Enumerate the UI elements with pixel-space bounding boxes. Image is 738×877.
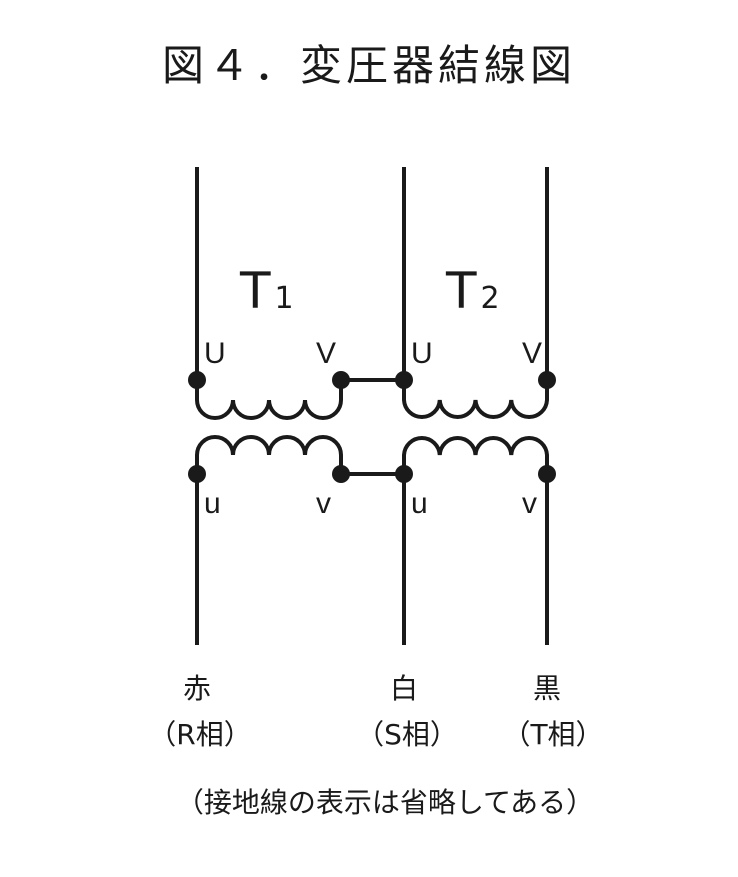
- terminal-dot: [188, 465, 206, 483]
- t2-terminal-u: u: [411, 487, 428, 520]
- t1-terminal-U: U: [204, 337, 226, 370]
- t1-terminal-V: V: [316, 337, 336, 370]
- t1-terminal-v: v: [316, 487, 331, 520]
- t2-primary-coil: [402, 380, 549, 420]
- terminal-dot: [395, 371, 413, 389]
- terminal-dot: [395, 465, 413, 483]
- t2-terminal-V: V: [522, 337, 542, 370]
- terminal-dot: [188, 371, 206, 389]
- phase-t-label: （T相）: [502, 718, 603, 751]
- phase-t-color: 黒: [533, 672, 561, 705]
- footnote: （接地線の表示は省略してある）: [176, 786, 594, 819]
- phase-r-label: （R相）: [148, 718, 251, 751]
- wires: [195, 167, 549, 645]
- phase-s-label: （S相）: [356, 718, 458, 751]
- terminal-dot: [332, 371, 350, 389]
- t1-terminal-u: u: [204, 487, 221, 520]
- t2-terminal-U: U: [411, 337, 433, 370]
- t1-primary-coil: [195, 380, 343, 420]
- terminal-dot: [538, 371, 556, 389]
- phase-r-color: 赤: [183, 672, 211, 705]
- phase-s-color: 白: [390, 672, 418, 705]
- terminal-dot: [538, 465, 556, 483]
- t2-terminal-v: v: [522, 487, 537, 520]
- diagram-title: 図４．変圧器結線図: [162, 41, 576, 90]
- t2-secondary-coil: [402, 435, 549, 474]
- terminals: [188, 371, 556, 483]
- terminal-dot: [332, 465, 350, 483]
- t1-secondary-coil: [195, 435, 343, 474]
